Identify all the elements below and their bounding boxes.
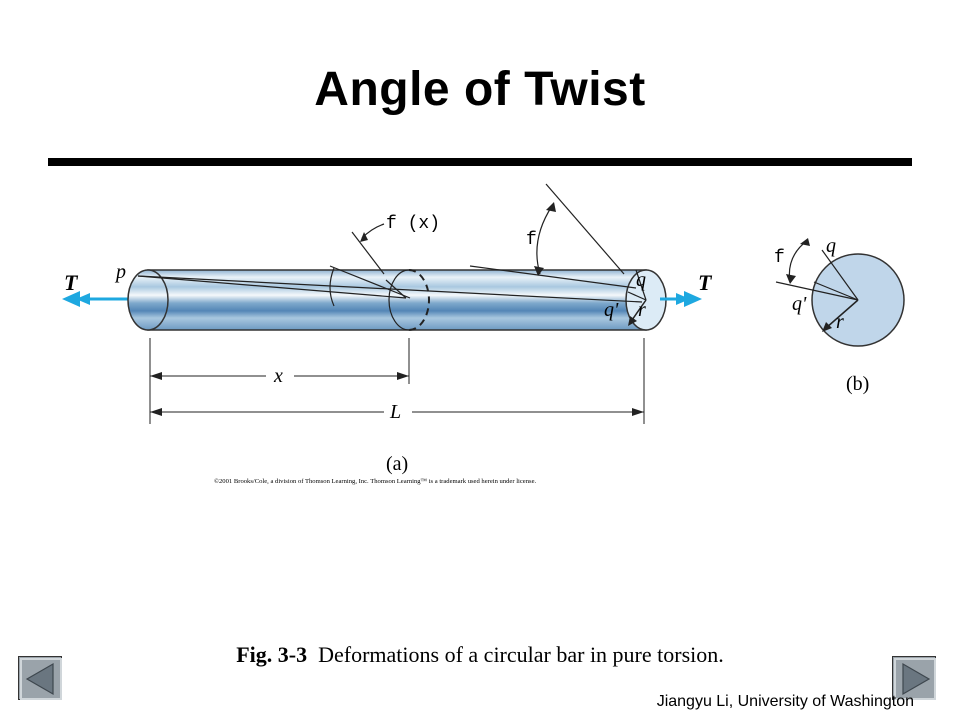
label-b-q: q xyxy=(826,235,836,257)
label-torque-left: T xyxy=(64,270,79,295)
label-phi-x: f (x) xyxy=(386,214,440,234)
label-part-b: (b) xyxy=(846,373,869,395)
label-point-q-prime: q' xyxy=(604,299,619,321)
figure-caption: Fig. 3-3 Deformations of a circular bar … xyxy=(0,642,960,668)
caption-text: Deformations of a circular bar in pure t… xyxy=(318,642,724,667)
dimension-L: L xyxy=(150,338,645,424)
triangle-left-icon xyxy=(20,658,62,700)
label-point-r: r xyxy=(638,299,646,321)
label-b-q-prime: q' xyxy=(792,293,807,315)
cross-section-b xyxy=(775,238,905,347)
line-pq xyxy=(137,275,643,303)
torsion-figure: T T p q q' r f (x) f x L (a) f q q' r ( xyxy=(62,183,905,485)
copyright-text: ©2001 Brooks/Cole, a division of Thomson… xyxy=(214,478,537,485)
label-torque-right: T xyxy=(698,270,713,295)
label-dim-L: L xyxy=(389,401,401,423)
triangle-right-icon xyxy=(894,658,936,700)
next-slide-button[interactable] xyxy=(892,656,936,700)
torque-arrow-right xyxy=(660,291,702,307)
label-phi: f xyxy=(526,230,537,250)
label-dim-x: x xyxy=(273,365,283,387)
label-b-phi: f xyxy=(774,248,785,268)
footer-author: Jiangyu Li, University of Washington xyxy=(656,693,914,710)
title-rule xyxy=(48,158,912,166)
prev-slide-button[interactable] xyxy=(18,656,62,700)
label-point-p: p xyxy=(114,261,126,283)
label-point-q: q xyxy=(636,269,646,291)
caption-prefix: Fig. 3-3 xyxy=(236,642,308,667)
torque-arrow-left xyxy=(62,291,132,307)
slide-title: Angle of Twist xyxy=(314,63,646,116)
label-b-r: r xyxy=(836,311,844,333)
dimension-x: x xyxy=(149,338,410,424)
circular-bar xyxy=(127,269,667,331)
label-part-a: (a) xyxy=(386,453,408,475)
